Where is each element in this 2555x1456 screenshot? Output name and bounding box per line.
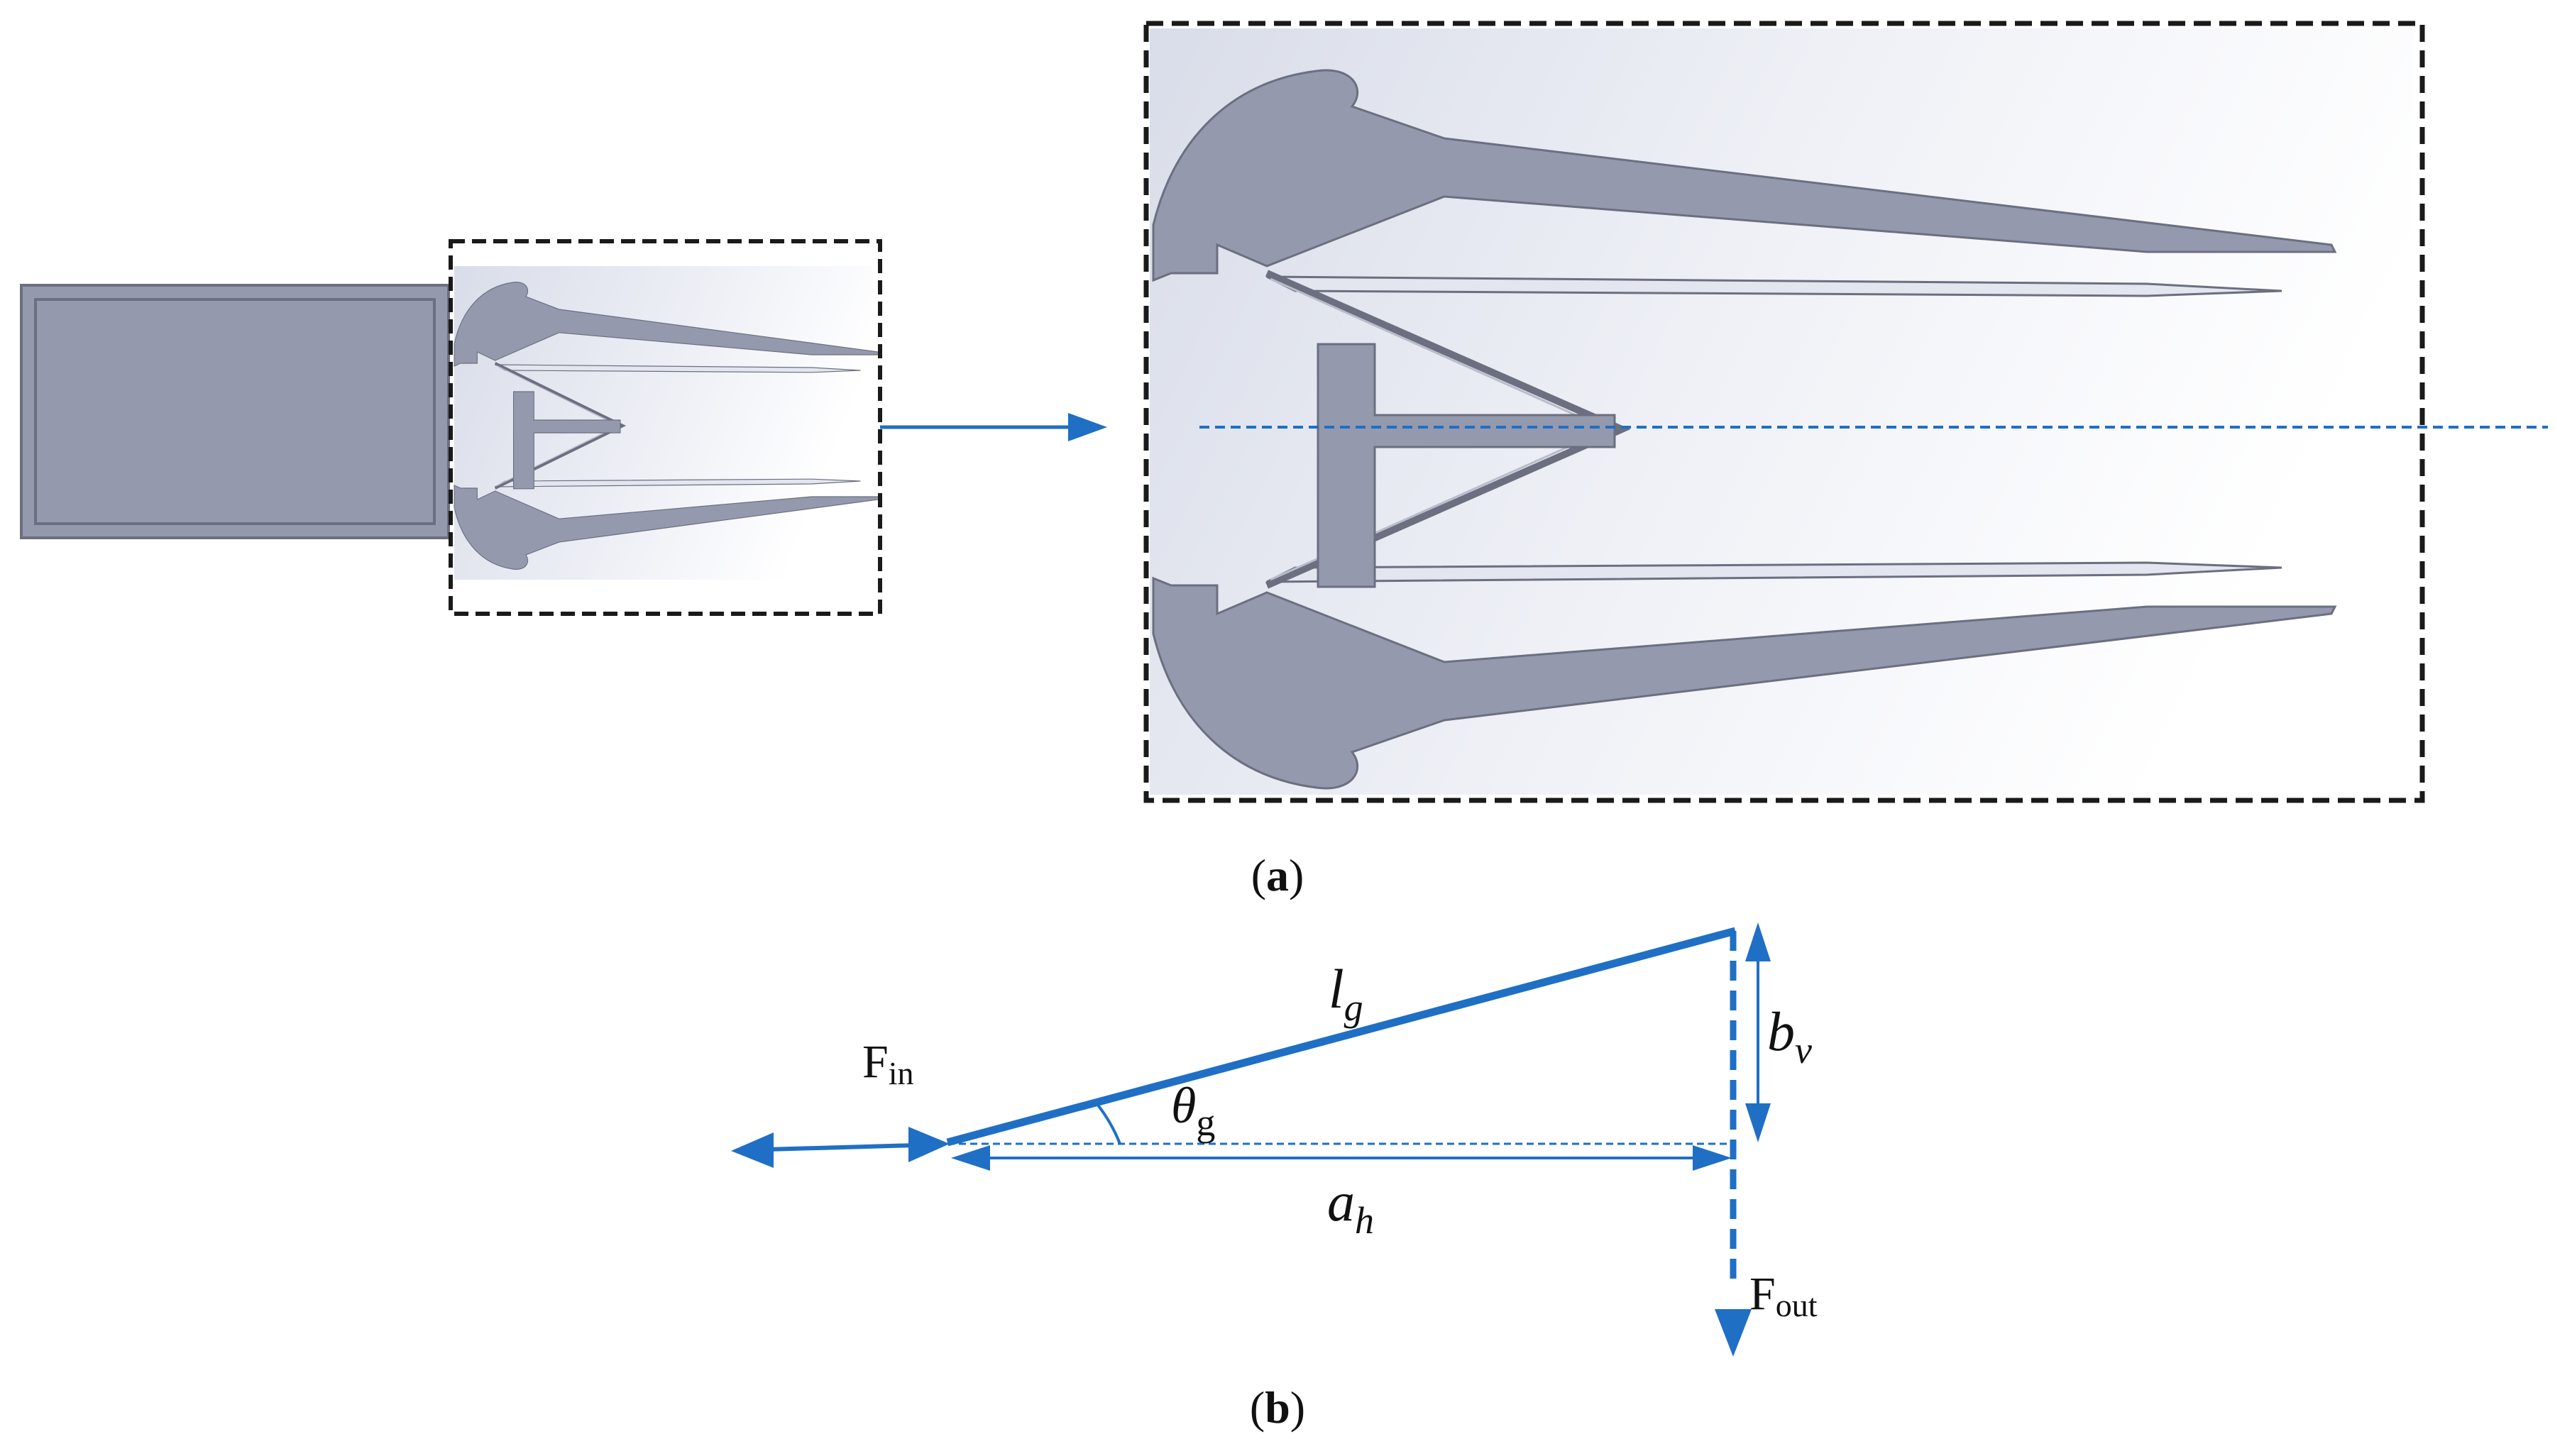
panel-b-label: (b) bbox=[1250, 1382, 1305, 1433]
input-force-label: Fin bbox=[862, 1036, 914, 1091]
panel-a-label: (a) bbox=[1251, 850, 1304, 900]
arrow-down-icon bbox=[1715, 1309, 1752, 1357]
small-dashed-frame bbox=[449, 239, 882, 616]
actuator-block bbox=[20, 284, 450, 539]
vertical-dimension bbox=[1745, 922, 1771, 1142]
vertical-label: bv bbox=[1767, 1000, 1812, 1071]
angle-arc bbox=[1095, 1102, 1121, 1145]
arrow-right-icon bbox=[880, 413, 1107, 441]
panel-b: lg bv ah θg Fin Fout (b) bbox=[731, 922, 1818, 1433]
output-force-label: Fout bbox=[1749, 1268, 1818, 1323]
angle-label: θg bbox=[1171, 1077, 1215, 1144]
small-mechanism-view bbox=[454, 266, 879, 580]
horizontal-dimension bbox=[951, 1145, 1732, 1171]
panel-a: (a) bbox=[20, 21, 2548, 900]
hypotenuse-label: lg bbox=[1329, 958, 1363, 1029]
large-mechanism-view bbox=[1150, 28, 2548, 795]
hypotenuse-line bbox=[946, 927, 1737, 1147]
double-arrow-horizontal-icon bbox=[731, 1127, 950, 1168]
horizontal-label: ah bbox=[1327, 1171, 1374, 1242]
large-dashed-frame bbox=[1143, 21, 2425, 803]
